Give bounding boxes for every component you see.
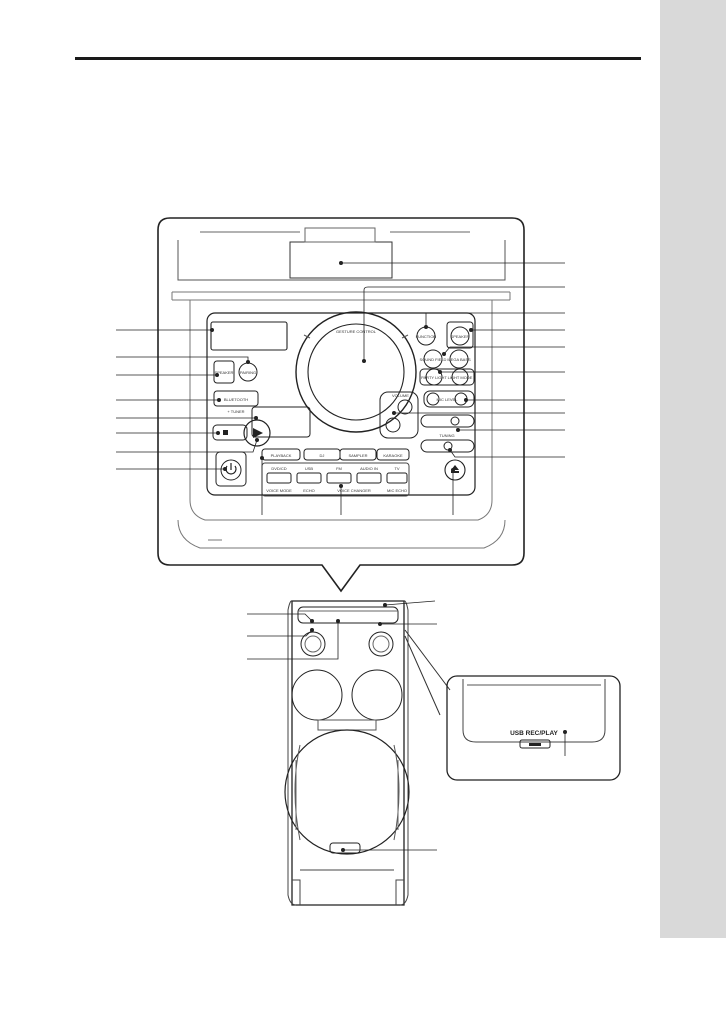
led-left — [300, 631, 326, 657]
playback-label: PLAYBACK — [271, 453, 292, 458]
mic-echo-label: MIC ECHO — [387, 488, 407, 493]
usb-inset — [446, 675, 621, 781]
tuning-label: TUNING — [439, 433, 454, 438]
playback-button — [261, 448, 301, 461]
volume-label: VOLUME — [392, 393, 409, 398]
light-mode-button — [451, 368, 469, 386]
karaoke-button — [376, 448, 410, 461]
chapter-side-tab — [660, 0, 726, 938]
callout-bubble — [157, 217, 525, 593]
fm-label: FM — [336, 466, 342, 471]
display-window — [210, 321, 288, 351]
bluetooth-button — [213, 390, 259, 407]
eject-icon — [451, 465, 459, 470]
eject-button — [444, 459, 466, 481]
karaoke-label: KARAOKE — [383, 453, 403, 458]
led-right — [368, 631, 394, 657]
tv-label: TV — [394, 466, 399, 471]
sound-field-button — [423, 349, 443, 369]
megabass-button — [449, 349, 469, 369]
light-mode-label: LIGHT MODE — [448, 375, 473, 380]
mic-level-label: MIC LEVEL — [437, 397, 459, 402]
party-light-button — [425, 368, 443, 386]
sampler-button — [339, 448, 377, 461]
echo-label: ECHO — [303, 488, 315, 493]
play-triangle-icon — [253, 428, 263, 438]
volume-up-button — [397, 399, 413, 415]
voice-changer-label: VOICE CHANGER — [337, 488, 371, 493]
top-tray — [289, 241, 393, 279]
party-light-label: PARTY LIGHT — [421, 375, 447, 380]
tuner-label: + TUNER — [227, 409, 244, 414]
sampler-label: SAMPLER — [348, 453, 367, 458]
audio-in-label: AUDIO IN — [360, 466, 378, 471]
speaker-switch-button — [450, 326, 470, 346]
shift-bracket — [251, 406, 311, 438]
gesture-control-label: GESTURE CONTROL — [336, 329, 377, 334]
woofer — [284, 729, 410, 855]
usb-port — [519, 739, 551, 749]
tuning-bar — [420, 414, 475, 428]
megabass-label: MEGA BASS — [447, 357, 471, 362]
pairing-label: PAIRING — [240, 370, 256, 375]
play-button — [243, 419, 271, 447]
stop-button — [212, 424, 248, 441]
mic-level-group — [423, 390, 475, 408]
tower-top-panel — [297, 606, 399, 624]
dj-label: DJ — [320, 453, 325, 458]
top-rule — [75, 57, 641, 60]
sound-field-label: SOUND FIELD — [420, 357, 447, 362]
speaker-label: SPEAKER — [215, 370, 234, 375]
skip-group — [420, 439, 475, 453]
usb-label: USB — [305, 466, 314, 471]
volume-down-button — [385, 417, 401, 433]
stop-square-icon — [223, 430, 228, 435]
tweeter-right — [351, 669, 403, 721]
function-label: FUNCTION — [416, 334, 437, 339]
power-icon — [225, 465, 237, 475]
dvd-cd-label: DVD/CD — [271, 466, 286, 471]
speaker-tower — [291, 600, 405, 906]
volume-group — [379, 391, 419, 439]
speaker-switch-label: SPEAKER — [451, 334, 470, 339]
voice-mode-label: VOICE MODE — [266, 488, 292, 493]
gesture-control-dial — [295, 311, 417, 433]
tweeter-left — [291, 669, 343, 721]
speaker-button — [213, 360, 235, 384]
bluetooth-label: BLUETOOTH — [224, 397, 248, 402]
usb-rec-play-label: USB REC/PLAY — [510, 730, 558, 737]
